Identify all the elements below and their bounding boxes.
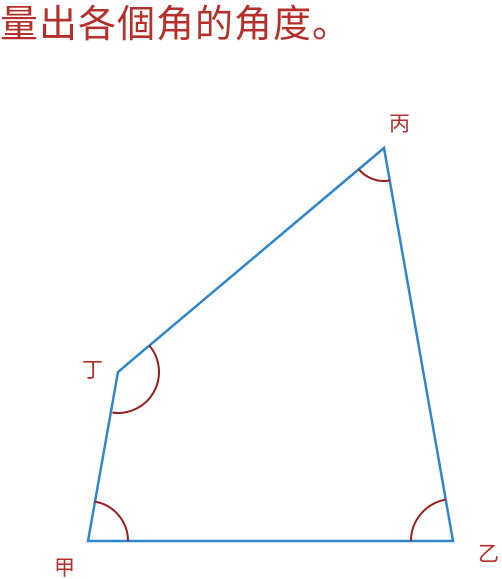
angle-arc-ding [112, 344, 160, 414]
angle-arc-jia [94, 500, 129, 542]
vertex-label-bing: 丙 [389, 112, 410, 136]
vertex-label-yi: 乙 [478, 542, 499, 566]
vertex-label-ding: 丁 [82, 358, 103, 382]
page-title: 量出各個角的角度。 [0, 2, 352, 46]
quadrilateral-shape [86, 145, 455, 543]
angle-arc-bing [358, 168, 390, 182]
vertex-label-jia: 甲 [54, 556, 75, 579]
angle-arc-yi [409, 498, 446, 542]
